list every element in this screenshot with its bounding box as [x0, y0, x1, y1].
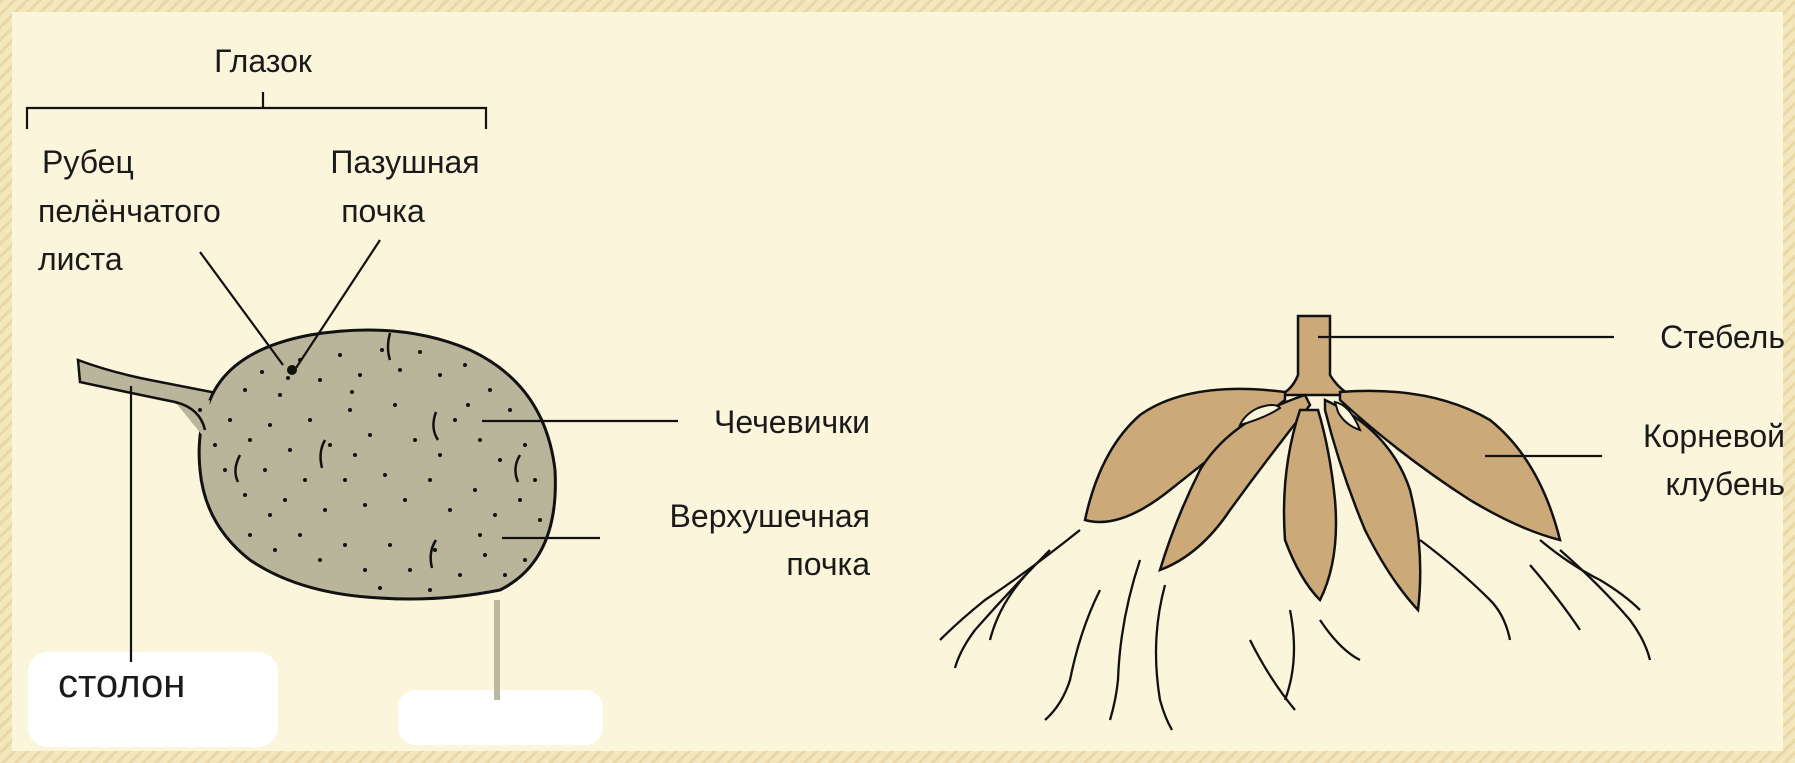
apical-bud-label-2: почка — [786, 546, 870, 582]
axillary-bud-label-2: почка — [341, 193, 425, 229]
leaf-scar-leader — [200, 252, 283, 365]
leaf-scar-dot — [287, 365, 297, 375]
root-tuber-center — [1284, 410, 1336, 600]
eye-bracket — [27, 92, 486, 129]
root-tuber-label-2: клубень — [1666, 466, 1786, 502]
tuber-neck — [175, 400, 210, 440]
root-tuber-plant — [940, 316, 1650, 730]
leaf-scar-label-1: Рубец — [42, 144, 134, 180]
tuber-body — [199, 330, 555, 599]
axillary-bud-label-1: Пазушная — [330, 144, 479, 180]
apical-bud-label-1: Верхушечная — [670, 498, 870, 534]
root-tuber-label-1: Корневой — [1643, 418, 1785, 454]
eye-label: Глазок — [214, 43, 313, 79]
potato-tuber — [27, 92, 678, 700]
stem-label: Стебель — [1660, 319, 1785, 355]
leaf-scar-label-2: пелёнчатого — [38, 193, 221, 229]
lenticels-label: Чечевички — [714, 404, 870, 440]
stolon-label: столон — [58, 662, 185, 706]
stem — [1280, 316, 1350, 395]
leaf-scar-label-3: листа — [38, 241, 123, 277]
